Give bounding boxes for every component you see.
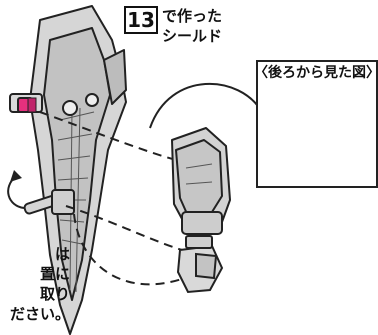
pin-part	[23, 189, 75, 215]
rear-view-inset	[256, 60, 378, 188]
instruction-note: は 置に 取り ださい。	[9, 245, 70, 323]
step-caption: で作った シールド	[162, 7, 223, 45]
shield-part	[29, 5, 127, 335]
inset-title: 〈後ろから見た図〉	[254, 65, 378, 81]
hand-part	[176, 235, 224, 294]
dashed-guide-line	[39, 111, 191, 286]
connector-peg	[9, 93, 43, 113]
inset-pointer-arrow	[149, 83, 263, 129]
forearm-part	[171, 127, 231, 235]
step-number-badge: 13	[124, 6, 158, 34]
